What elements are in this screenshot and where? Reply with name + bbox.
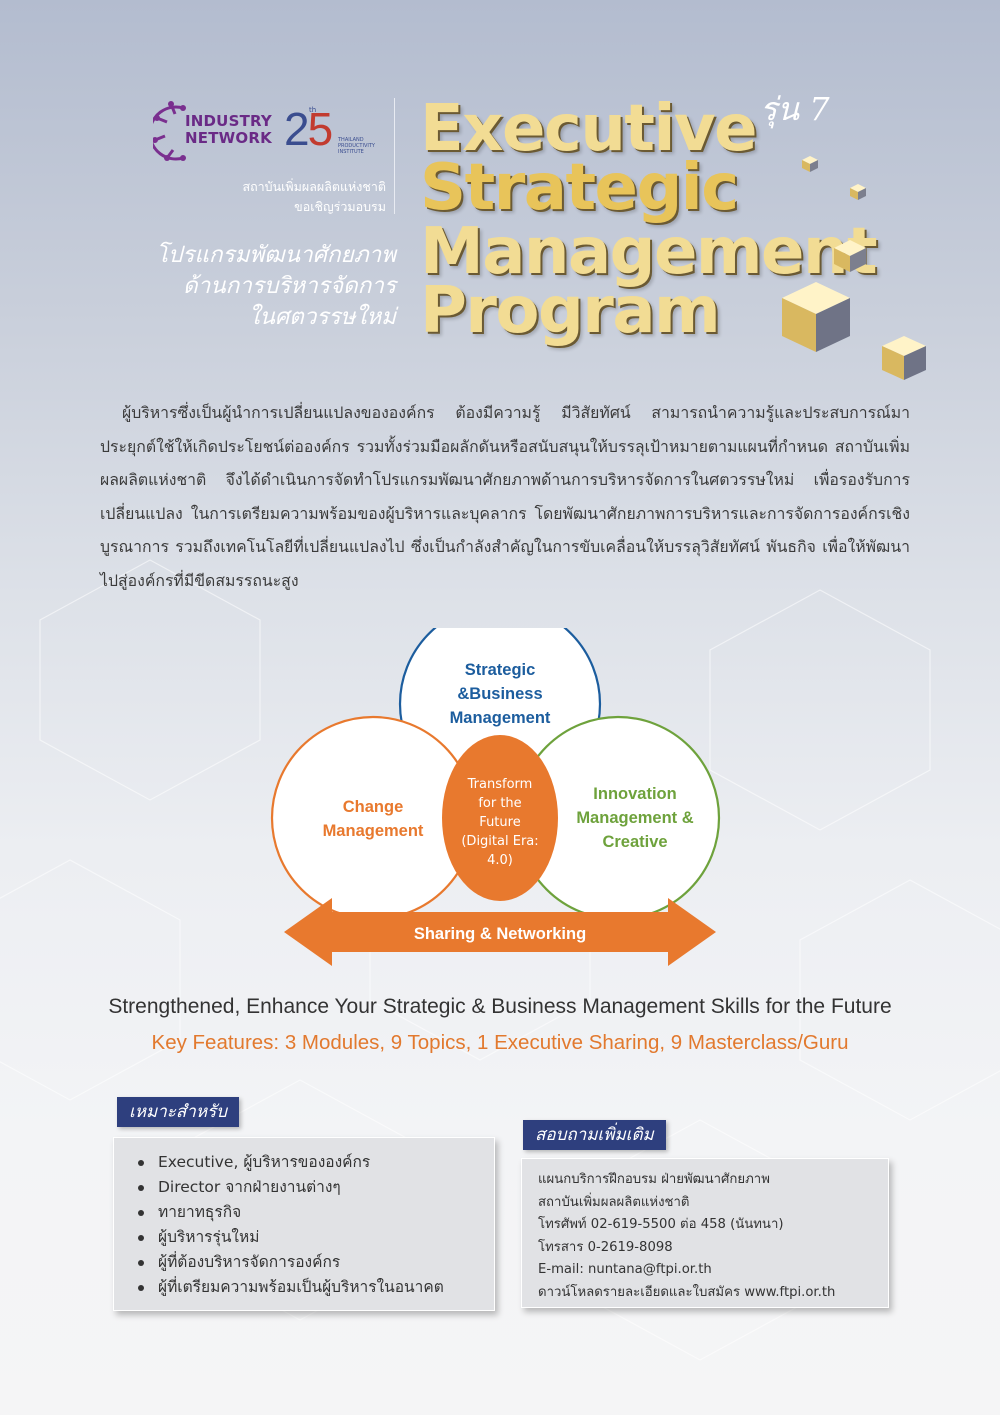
label-center-2: for the bbox=[478, 796, 521, 811]
audience-item: Executive, ผู้บริหารขององค์กร bbox=[138, 1150, 494, 1175]
label-center-1: Transform bbox=[467, 777, 533, 792]
batch-label: รุ่น 7 bbox=[760, 90, 830, 128]
title-strategic: Strategic bbox=[420, 151, 739, 225]
label-left-1: Change bbox=[343, 798, 404, 816]
contact-email: E-mail: nuntana@ftpi.or.th bbox=[538, 1262, 712, 1277]
tpi-th-superscript: th bbox=[309, 106, 317, 114]
tagline: Strengthened, Enhance Your Strategic & B… bbox=[108, 995, 892, 1018]
decorative-cubes bbox=[782, 156, 926, 380]
label-right-3: Creative bbox=[602, 833, 667, 851]
label-center-5: 4.0) bbox=[487, 853, 513, 868]
audience-item: ผู้ที่เตรียมความพร้อมเป็นผู้บริหารในอนาค… bbox=[138, 1275, 494, 1300]
audience-box: Executive, ผู้บริหารขององค์กร Director จ… bbox=[113, 1137, 495, 1311]
industry-network-logo bbox=[153, 101, 186, 161]
label-right-1: Innovation bbox=[593, 785, 676, 803]
contact-download: ดาวน์โหลดรายละเอียดและใบสมัคร www.ftpi.o… bbox=[538, 1284, 836, 1300]
label-right-2: Management & bbox=[576, 809, 693, 827]
audience-item: ผู้บริหารรุ่นใหม่ bbox=[138, 1225, 494, 1250]
label-top-2: &Business bbox=[457, 685, 542, 703]
contact-box: แผนกบริการฝึกอบรม ฝ่ายพัฒนาศักยภาพ สถาบั… bbox=[521, 1158, 889, 1308]
program-diagram: Strategic &Business Management Change Ma… bbox=[270, 628, 721, 966]
label-center-3: Future bbox=[479, 815, 520, 830]
contact-fax: โทรสาร 0-2619-8098 bbox=[538, 1239, 673, 1255]
title-management: Management bbox=[420, 215, 878, 289]
center-ellipse bbox=[442, 735, 558, 901]
invitation-text: ขอเชิญร่วมอบรม bbox=[294, 199, 386, 214]
label-center-4: (Digital Era: bbox=[461, 834, 538, 849]
audience-list: Executive, ผู้บริหารขององค์กร Director จ… bbox=[114, 1138, 494, 1300]
sharing-arrow bbox=[284, 898, 716, 966]
header-divider bbox=[394, 98, 395, 214]
label-top-1: Strategic bbox=[465, 661, 536, 679]
tpi-logo-caption: THAILAND PRODUCTIVITY INSTITUTE bbox=[338, 137, 375, 155]
label-left-2: Management bbox=[323, 822, 424, 840]
label-top-3: Management bbox=[450, 709, 551, 727]
contact-org: สถาบันเพิ่มผลผลิตแห่งชาติ bbox=[538, 1194, 690, 1210]
contact-heading: สอบถามเพิ่มเติม bbox=[523, 1120, 666, 1150]
audience-item: ทายาทธุรกิจ bbox=[138, 1200, 494, 1225]
intro-paragraph: ผู้บริหารซึ่งเป็นผู้นำการเปลี่ยนแปลงของอ… bbox=[100, 403, 910, 590]
title-executive: Executive bbox=[420, 92, 758, 166]
audience-heading: เหมาะสำหรับ bbox=[117, 1097, 239, 1127]
thai-program-title: โปรแกรมพัฒนาศักยภาพ ด้านการบริหารจัดการ … bbox=[155, 242, 396, 330]
industry-network-wordmark: INDUSTRY NETWORK bbox=[185, 112, 272, 147]
key-features: Key Features: 3 Modules, 9 Topics, 1 Exe… bbox=[151, 1031, 849, 1054]
title-program: Program bbox=[420, 274, 721, 348]
tpi-25-logo: 25 bbox=[284, 103, 333, 155]
label-arrow: Sharing & Networking bbox=[414, 925, 586, 943]
contact-phone: โทรศัพท์ 02-619-5500 ต่อ 458 (นันทนา) bbox=[538, 1217, 784, 1232]
audience-item: ผู้ที่ต้องบริหารจัดการองค์กร bbox=[138, 1250, 494, 1275]
org-name: สถาบันเพิ่มผลผลิตแห่งชาติ bbox=[242, 179, 386, 194]
audience-item: Director จากฝ่ายงานต่างๆ bbox=[138, 1175, 494, 1200]
contact-department: แผนกบริการฝึกอบรม ฝ่ายพัฒนาศักยภาพ bbox=[538, 1172, 770, 1187]
